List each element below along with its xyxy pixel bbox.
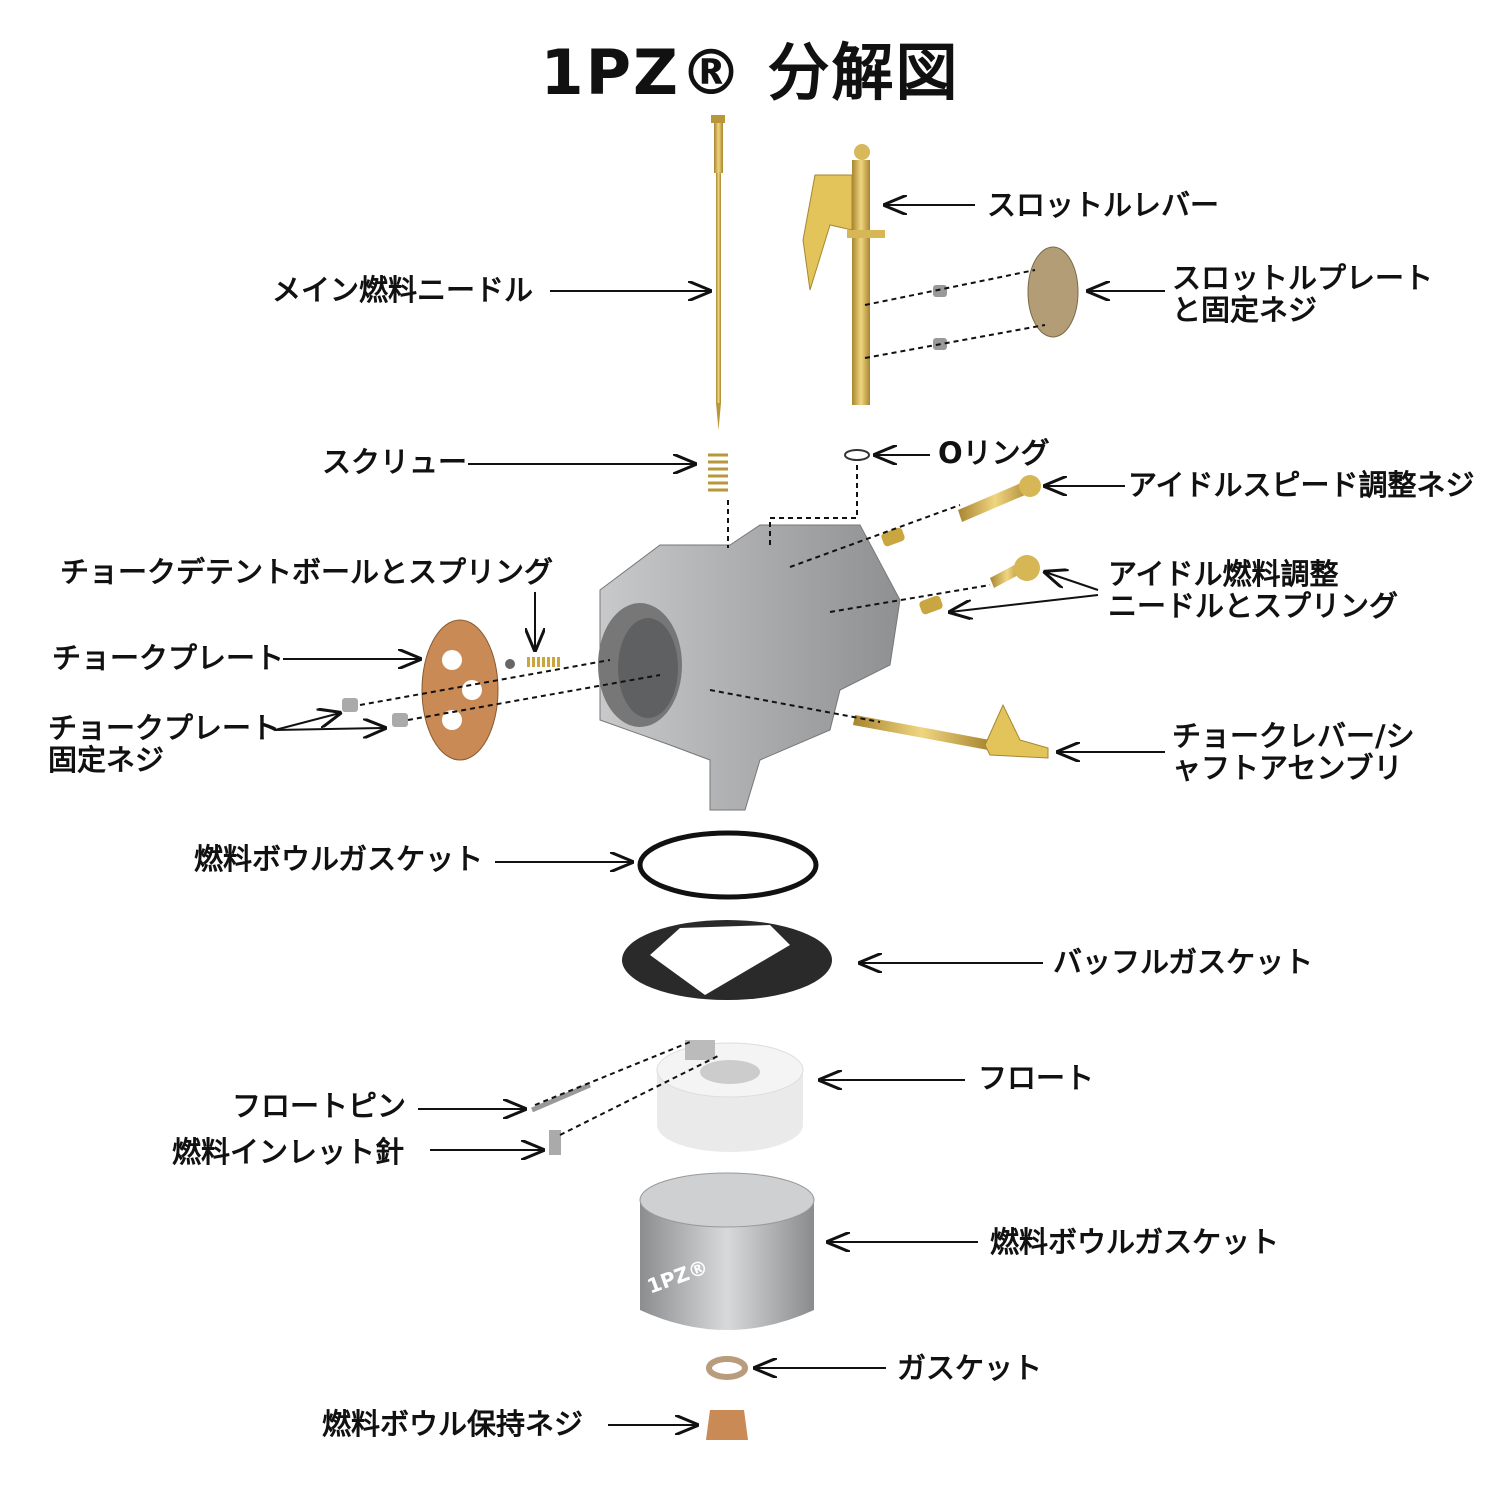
label-float: フロート — [978, 1061, 1095, 1095]
label-float-pin: フロートピン — [232, 1089, 407, 1123]
throttle-lever-part — [802, 144, 885, 405]
inlet-needle-part — [549, 1130, 561, 1155]
baffle-gasket-part — [622, 920, 832, 1000]
idle-fuel-needle-part — [990, 555, 1040, 588]
label-line: ャフトアセンブリ — [1172, 751, 1403, 785]
label-line: 固定ネジ — [48, 743, 165, 777]
o-ring-part — [844, 449, 870, 461]
label-idle-fuel-needle: アイドル燃料調整ニードルとスプリング — [1108, 558, 1398, 622]
label-idle-speed-screw: アイドルスピード調整ネジ — [1128, 468, 1475, 502]
label-baffle-gasket: バッフルガスケット — [1053, 945, 1314, 979]
label-line: チョークレバー/シ — [1172, 719, 1415, 753]
label-fuel-bowl-gasket: 燃料ボウルガスケット — [194, 842, 484, 876]
label-line: ニードルとスプリング — [1108, 589, 1399, 623]
main-fuel-needle-part — [711, 115, 725, 430]
page-title: 1PZ® 分解図 — [540, 36, 960, 109]
label-throttle-lever: スロットルレバー — [987, 188, 1220, 222]
label-inlet-needle: 燃料インレット針 — [172, 1135, 405, 1169]
fuel-bowl-gasket-part — [637, 830, 819, 900]
label-bowl-screw: 燃料ボウル保持ネジ — [322, 1407, 584, 1441]
label-line: アイドル燃料調整 — [1108, 557, 1339, 591]
spring-part — [708, 453, 728, 492]
label-gasket: ガスケット — [897, 1351, 1043, 1385]
float-part — [656, 1040, 804, 1152]
label-screw: スクリュー — [322, 445, 468, 479]
idle-speed-screw-part — [958, 475, 1041, 522]
float-pin-part — [531, 1082, 591, 1113]
choke-lever-part — [853, 703, 1049, 759]
gasket-part — [706, 1356, 748, 1380]
label-fuel-bowl: 燃料ボウルガスケット — [990, 1225, 1280, 1259]
label-main-fuel-needle: メイン燃料ニードル — [272, 273, 534, 307]
throttle-plate-part — [1027, 246, 1079, 338]
label-choke-detent: チョークデテントボールとスプリング — [60, 555, 554, 589]
label-o-ring: Oリング — [938, 436, 1050, 470]
label-line: スロットルプレート — [1172, 261, 1434, 295]
label-line: チョークプレート — [48, 711, 281, 745]
label-choke-plate: チョークプレート — [52, 641, 285, 675]
label-choke-lever: チョークレバー/シャフトアセンブリ — [1172, 720, 1415, 784]
carburetor-body-part — [598, 524, 901, 811]
label-choke-plate-screw: チョークプレート固定ネジ — [48, 712, 280, 776]
label-throttle-plate: スロットルプレートと固定ネジ — [1172, 262, 1433, 326]
choke-plate-part — [421, 619, 499, 761]
fuel-bowl-part — [639, 1172, 815, 1330]
label-line: と固定ネジ — [1172, 293, 1318, 327]
bowl-screw-part — [706, 1410, 748, 1440]
